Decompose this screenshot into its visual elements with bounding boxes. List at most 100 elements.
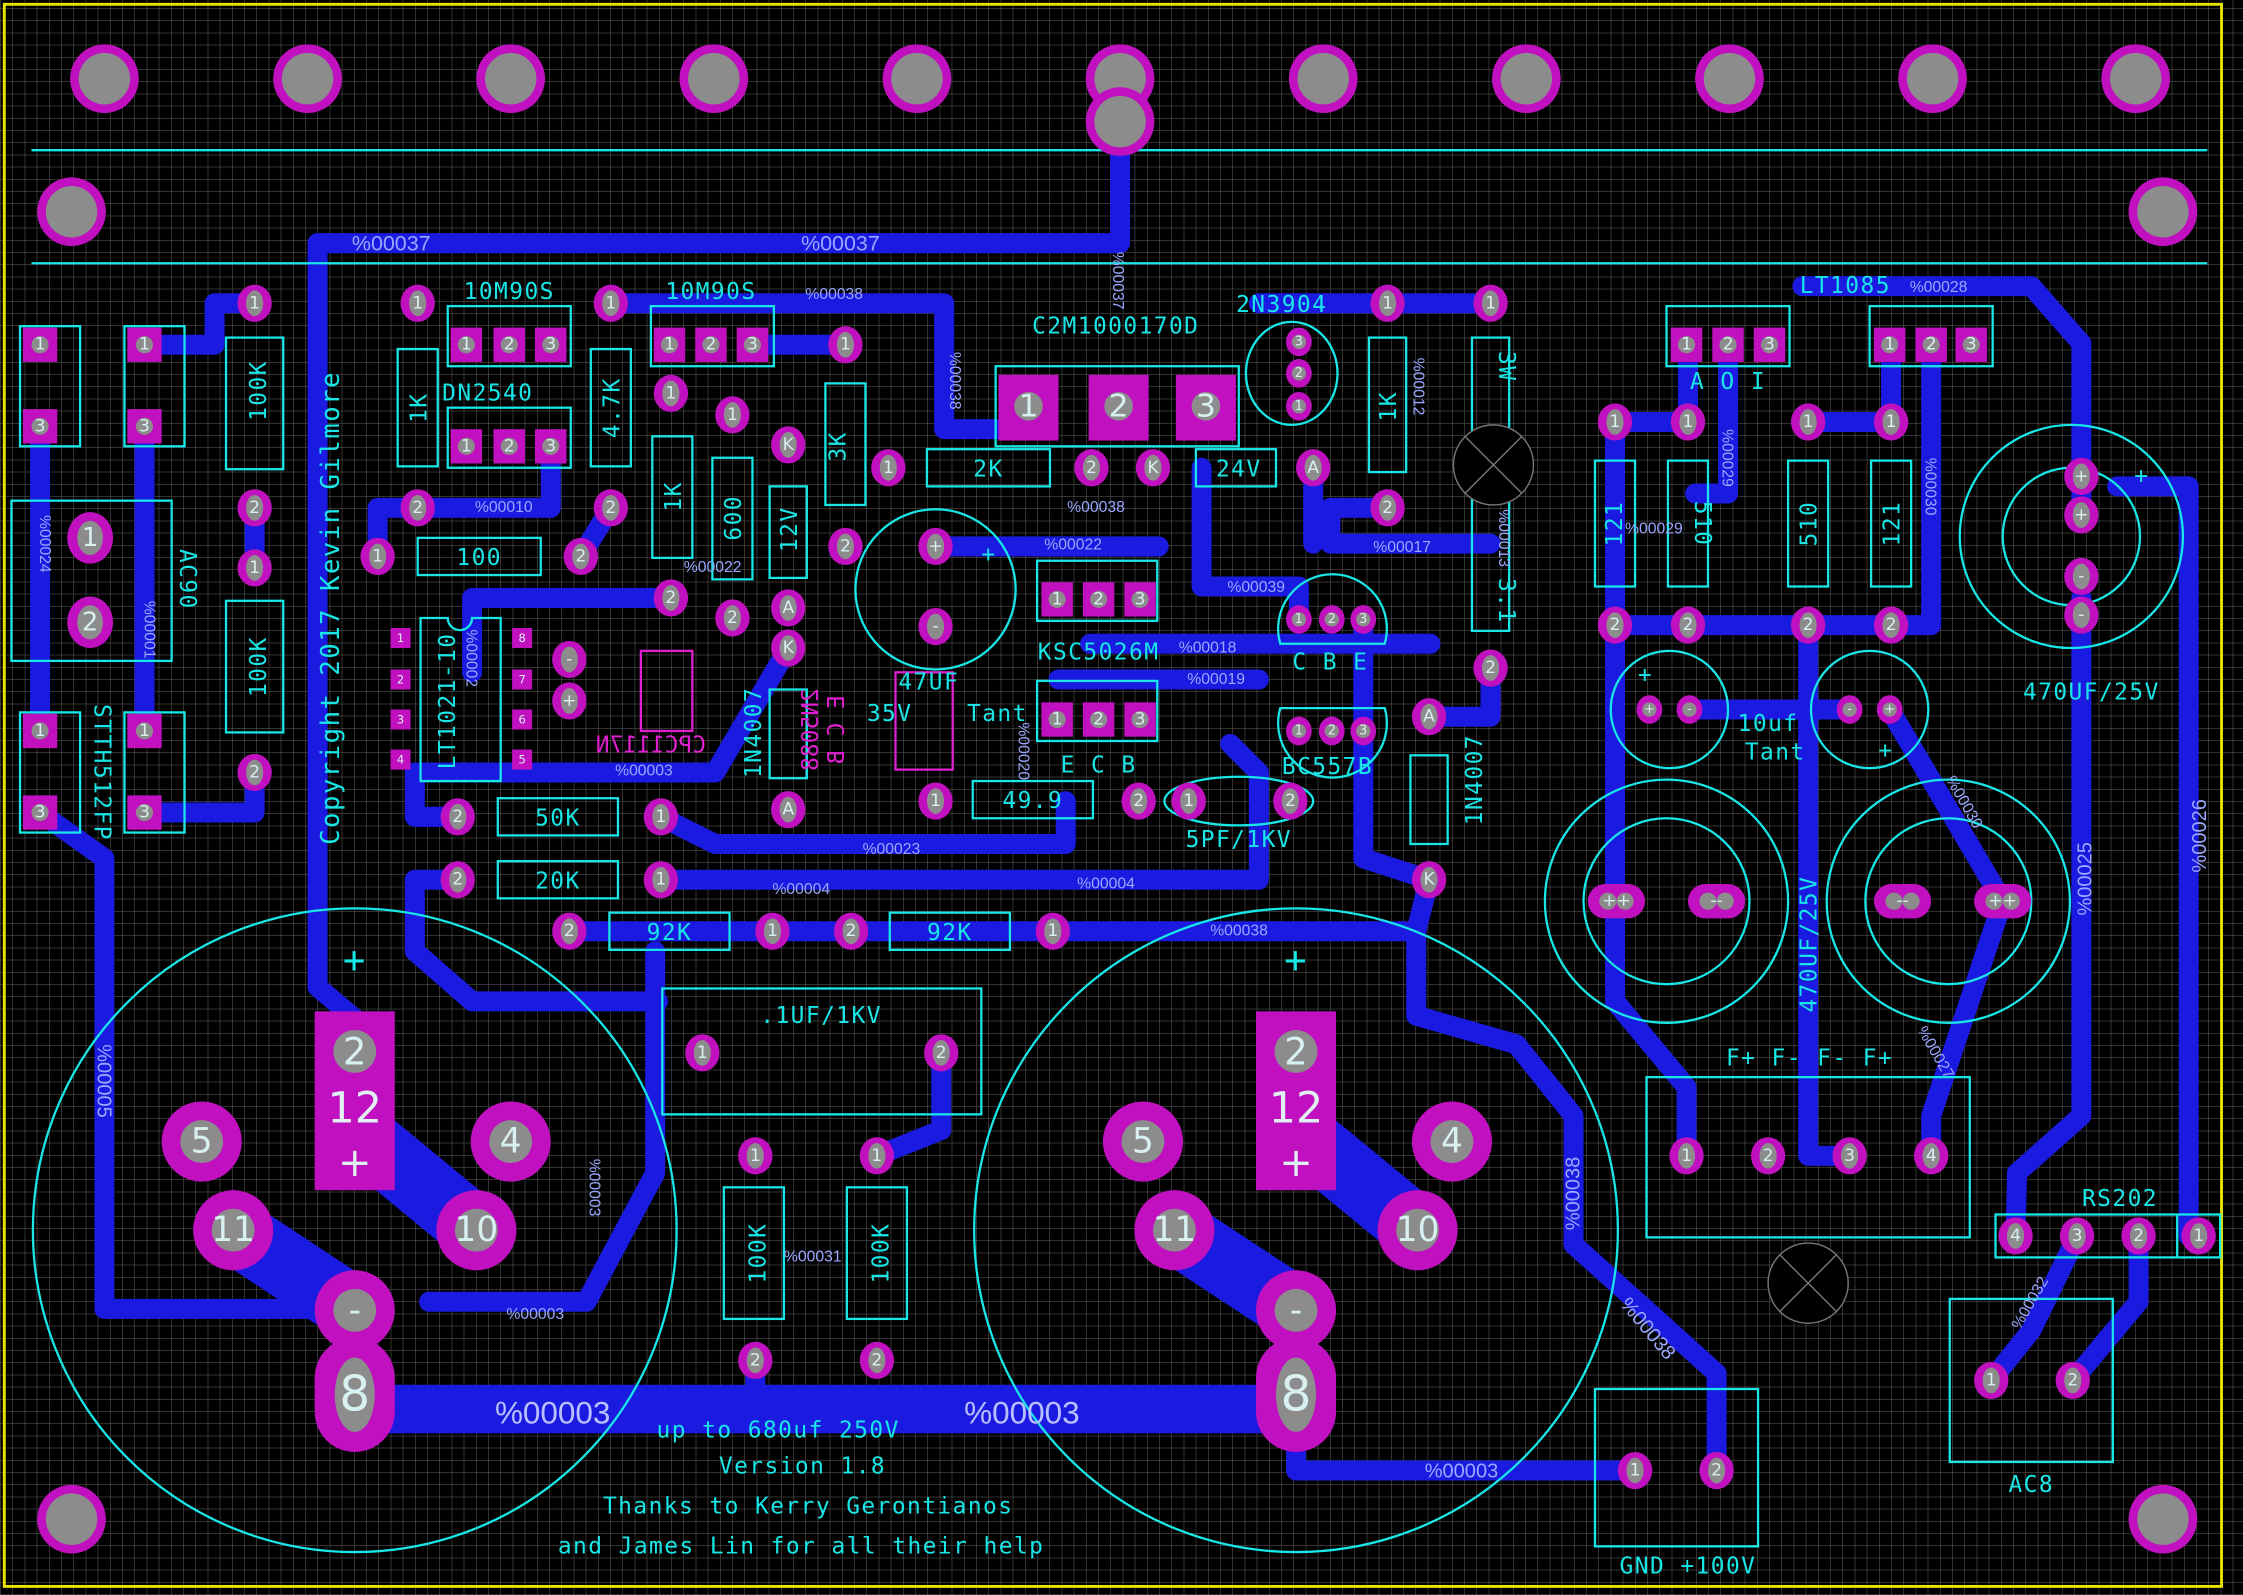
pad-c1: 1 bbox=[360, 537, 395, 576]
pad-label: 1 bbox=[767, 921, 778, 941]
pad-L5: 5 bbox=[161, 1101, 242, 1182]
pad-u3b: 2 bbox=[493, 429, 525, 464]
r-20k-label: 20K bbox=[535, 868, 581, 894]
resistor-body bbox=[1367, 336, 1408, 474]
pad-label: 2 bbox=[1285, 791, 1296, 811]
pad-rk1: 1 bbox=[738, 1137, 773, 1175]
pad-label: 1 bbox=[655, 807, 666, 827]
pad-label: 3 bbox=[545, 436, 556, 456]
net-label: %00003 bbox=[495, 1395, 611, 1430]
pad-rk2: 2 bbox=[738, 1341, 773, 1379]
pad-cpp: + bbox=[552, 682, 587, 720]
pad-label: 3 bbox=[1966, 335, 1977, 355]
pad-lt2: 2 bbox=[390, 669, 411, 690]
to126-footprint bbox=[1035, 559, 1159, 622]
pad-vb3: 3 bbox=[1955, 327, 1987, 362]
net-label: %00004 bbox=[772, 881, 830, 898]
pad-fp1: 1 bbox=[1669, 1137, 1704, 1175]
pad-label: 2 bbox=[1485, 658, 1496, 678]
pad-label: 2 bbox=[1093, 589, 1104, 609]
r-50k-label: 50K bbox=[535, 805, 581, 831]
net-label: %00038 bbox=[1562, 1157, 1584, 1230]
mounting-hole bbox=[273, 44, 342, 114]
pad-fp2: 2 bbox=[1750, 1137, 1786, 1175]
pad-e21: -- bbox=[1873, 884, 1932, 919]
pad-label: 1 bbox=[1382, 293, 1393, 313]
cap-10uf-label: 10uf bbox=[1738, 711, 1799, 737]
pad-label: 1 bbox=[1884, 335, 1895, 355]
r-100k-label: 100K bbox=[246, 360, 272, 421]
r-3w-label: 3W bbox=[1493, 351, 1519, 381]
r-1k-label: 1K bbox=[661, 481, 687, 511]
pad-label: 2 bbox=[452, 807, 463, 827]
cpc1117n-label: CPC1117N bbox=[596, 732, 706, 758]
pad-lt5: 5 bbox=[512, 749, 533, 770]
mounting-hole bbox=[2101, 44, 2171, 114]
net-label: %00020 bbox=[1015, 722, 1032, 780]
net-label: %00003 bbox=[615, 762, 673, 779]
pad-label: 2 bbox=[2067, 1370, 2078, 1390]
cap-tant-label: Tant bbox=[1745, 740, 1806, 766]
pad-label: 1 bbox=[1630, 1461, 1641, 1481]
big-capacitor-outline-right bbox=[973, 907, 1620, 1554]
u2-label: 10M90S bbox=[665, 279, 756, 305]
film-cap-outline bbox=[661, 987, 983, 1116]
pad-label: 1 bbox=[461, 335, 472, 355]
pad-label: -- bbox=[1896, 891, 1908, 911]
pad-label: 2 bbox=[705, 335, 716, 355]
pad-label: 1 bbox=[372, 546, 383, 566]
pad-s2: 3 bbox=[22, 409, 58, 444]
pad-k2: A bbox=[1296, 449, 1331, 487]
stth-footprint bbox=[123, 325, 186, 448]
copper-trace bbox=[404, 869, 669, 1012]
pad-ks2: 2 bbox=[1082, 582, 1115, 617]
pad-label: 1 bbox=[1052, 710, 1063, 730]
pad-label: 2 bbox=[1382, 498, 1393, 518]
pad-R8: 8 bbox=[1255, 1337, 1337, 1452]
copper-trace bbox=[1191, 457, 1309, 630]
pad-label: - bbox=[1290, 1290, 1302, 1330]
capacitor-outline bbox=[854, 508, 1017, 671]
power-connector-outline bbox=[1593, 1387, 1760, 1548]
pad-label: 4 bbox=[2010, 1226, 2021, 1246]
pad-label: 3 bbox=[35, 803, 46, 823]
r-2k-label: 2K bbox=[973, 456, 1003, 482]
pad-vb1: 1 bbox=[1873, 327, 1906, 362]
pad-label: 1 bbox=[1886, 412, 1897, 432]
pad-ra1: 1 bbox=[1597, 403, 1633, 441]
pad-bx3: 3 bbox=[1350, 605, 1377, 634]
net-label: %00005 bbox=[92, 1044, 114, 1117]
pad-label: 1 bbox=[750, 1146, 761, 1166]
pad-r92b: 1 bbox=[755, 912, 790, 950]
pad-u2c: 3 bbox=[736, 327, 769, 362]
pad-r50b: 1 bbox=[643, 798, 679, 836]
copper-trace bbox=[419, 941, 666, 1312]
pad-kt3: 3 bbox=[1124, 702, 1156, 737]
pad-a1: 1 bbox=[237, 284, 272, 322]
pad-w1: 1 bbox=[1473, 284, 1508, 322]
cap-470uf-inner bbox=[1582, 817, 1751, 986]
pad-lt3: 3 bbox=[390, 709, 411, 730]
pad-vb2: 2 bbox=[1915, 327, 1947, 362]
pad-label: K bbox=[783, 638, 795, 658]
cap-470uf-outline bbox=[1825, 778, 2072, 1024]
r-4.7k-label: 4.7K bbox=[599, 377, 625, 438]
to247-footprint bbox=[994, 365, 1240, 448]
r-121-label: 121 bbox=[1880, 501, 1906, 547]
pad-ks1: 1 bbox=[1041, 582, 1073, 617]
pad-label: 1 bbox=[727, 405, 738, 425]
pad-r9a: 1 bbox=[918, 782, 953, 820]
resistor-body bbox=[416, 536, 542, 577]
pad-label: -- bbox=[1710, 891, 1722, 911]
mounting-hole bbox=[882, 44, 952, 114]
pad-a2: 2 bbox=[237, 489, 272, 527]
pad-s4: 3 bbox=[127, 409, 162, 444]
net-label: %00029 bbox=[1718, 429, 1735, 487]
pad-label: 2 bbox=[412, 498, 423, 518]
cap-tant-label: Tant bbox=[967, 701, 1028, 727]
pad-R5: 5 bbox=[1102, 1101, 1184, 1182]
pad-R10: 10 bbox=[1377, 1190, 1458, 1271]
pad-L4: 4 bbox=[470, 1101, 551, 1182]
